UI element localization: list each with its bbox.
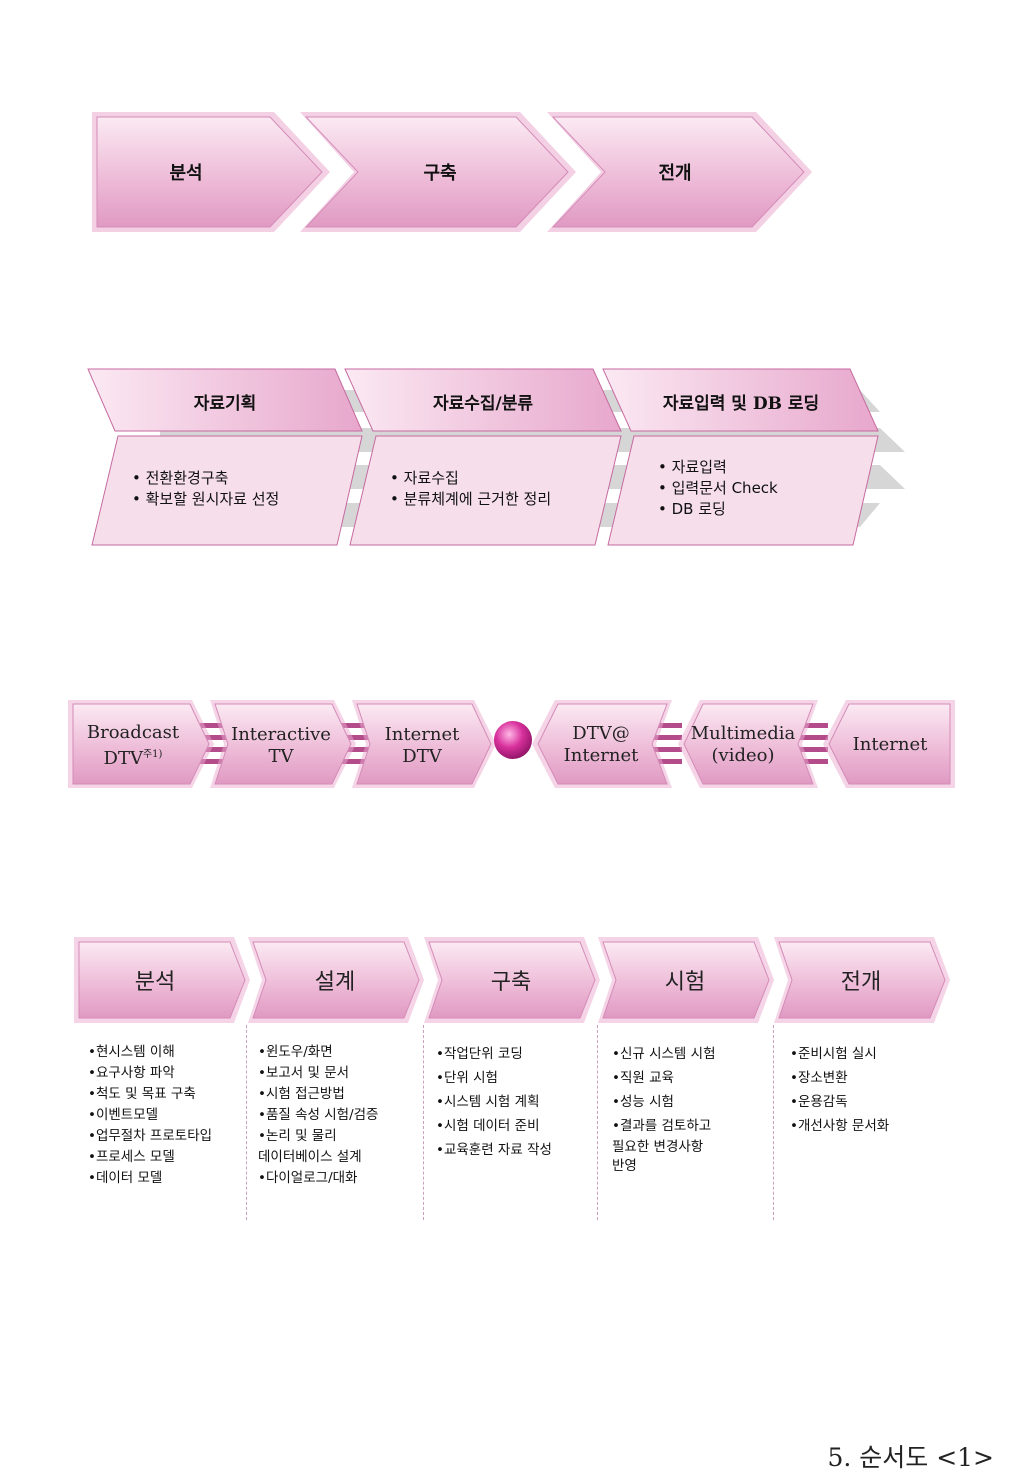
list-item: •품질 속성 시험/검증 — [258, 1107, 379, 1123]
phase-shapes — [74, 937, 950, 1023]
list-item: •장소변환 — [790, 1070, 848, 1086]
list-item: • 입력문서 Check — [658, 479, 778, 497]
list-item: •요구사항 파악 — [88, 1065, 175, 1081]
list-item: •교육훈련 자료 작성 — [436, 1142, 552, 1158]
list-item: • DB 로딩 — [658, 500, 726, 518]
stage-multimedia-video: Multimedia (video) — [690, 720, 796, 770]
stage-shapes — [87, 368, 905, 546]
phase-deploy-title: 전개 — [840, 970, 882, 995]
stage-planning-title: 자료기획 — [193, 393, 257, 414]
phase-analysis-title: 분석 — [134, 970, 176, 995]
stage-interactive-tv: Interactive TV — [222, 720, 340, 772]
list-item: •윈도우/화면 — [258, 1044, 333, 1060]
column-divider — [423, 1025, 424, 1220]
phase-build-items: •작업단위 코딩 •단위 시험 •시스템 시험 계획 •시험 데이터 준비 •교… — [436, 1042, 552, 1162]
stage-label-line1: Broadcast — [86, 722, 180, 743]
list-item: •현시스템 이해 — [88, 1044, 175, 1060]
column-divider — [246, 1025, 247, 1220]
list-item: •시스템 시험 계획 — [436, 1094, 540, 1110]
stage-label-line1: Internet — [852, 734, 928, 755]
process-diagram-4: 분석 설계 구축 시험 전개 •현시스템 이해 •요구사항 파악 •척도 및 목… — [0, 930, 1024, 1230]
stage-label-line1: DTV@ — [572, 723, 630, 744]
step-build-label: 구축 — [423, 163, 457, 184]
list-item: •프로세스 모델 — [88, 1149, 175, 1165]
evolution-shapes — [68, 700, 955, 788]
list-item: 필요한 변경사항 — [612, 1139, 704, 1155]
step-deploy-label: 전개 — [658, 163, 692, 184]
list-item: 데이터베이스 설계 — [258, 1149, 362, 1165]
chevron-shapes — [92, 112, 812, 232]
column-divider — [773, 1025, 774, 1220]
list-item: •시험 접근방법 — [258, 1086, 345, 1102]
list-item: •운용감독 — [790, 1094, 848, 1110]
phase-test-title: 시험 — [664, 970, 706, 995]
stage-dtv-internet: DTV@ Internet — [548, 720, 654, 770]
process-diagram-2: 자료기획 자료수집/분류 자료입력 및 DB 로딩 • 전환환경구축 • 확보할… — [0, 360, 1024, 560]
list-item: • 자료입력 — [658, 458, 727, 476]
list-item: •보고서 및 문서 — [258, 1065, 350, 1081]
phase-deploy-items: •준비시험 실시 •장소변환 •운용감독 •개선사항 문서화 — [790, 1042, 889, 1138]
stage-broadcast-dtv: Broadcast DTV주1) — [78, 720, 188, 772]
step-analysis-label: 분석 — [169, 163, 203, 184]
phase-test-items: •신규 시스템 시험 •직원 교육 •성능 시험 •결과를 검토하고 필요한 변… — [612, 1042, 716, 1176]
stage-collect-title: 자료수집/분류 — [432, 393, 534, 414]
stage-label-line2: Internet — [563, 745, 639, 766]
stage-collect-items: • 자료수집 • 분류체계에 근거한 정리 — [390, 468, 551, 510]
phase-analysis-items: •현시스템 이해 •요구사항 파악 •척도 및 목표 구축 •이벤트모델 •업무… — [88, 1042, 212, 1189]
list-item: •신규 시스템 시험 — [612, 1046, 716, 1062]
page-footer-label: 5. 순서도 <1> — [827, 1443, 994, 1472]
list-item: • 자료수집 — [390, 469, 459, 487]
list-item: •단위 시험 — [436, 1070, 498, 1086]
list-item: •척도 및 목표 구축 — [88, 1086, 196, 1102]
footnote-mark: 주1) — [142, 749, 163, 760]
stage-label-line2: (video) — [711, 745, 775, 766]
stage-planning-items: • 전환환경구축 • 확보할 원시자료 선정 — [132, 468, 279, 510]
process-diagram-1: 분석 구축 전개 — [0, 0, 1024, 260]
stage-internet: Internet — [836, 720, 944, 770]
list-item: •시험 데이터 준비 — [436, 1118, 540, 1134]
list-item: •업무절차 프로토타입 — [88, 1128, 213, 1144]
stage-internet-dtv: Internet DTV — [364, 720, 480, 772]
list-item: •결과를 검토하고 — [612, 1118, 712, 1134]
process-diagram-3: Broadcast DTV주1) Interactive TV Internet… — [0, 690, 1024, 800]
stage-label-line2: DTV — [402, 746, 442, 767]
list-item: •개선사항 문서화 — [790, 1118, 890, 1134]
phase-design-items: •윈도우/화면 •보고서 및 문서 •시험 접근방법 •품질 속성 시험/검증 … — [258, 1042, 378, 1189]
stage-label-line1: Internet — [384, 724, 460, 745]
stage-label-line2: TV — [268, 746, 294, 767]
list-item: •작업단위 코딩 — [436, 1046, 523, 1062]
phase-build-title: 구축 — [490, 970, 532, 995]
stage-input-title: 자료입력 및 DB 로딩 — [662, 393, 820, 414]
stage-label-line2: DTV — [103, 748, 143, 769]
list-item: •다이얼로그/대화 — [258, 1170, 358, 1186]
list-item: •이벤트모델 — [88, 1107, 159, 1123]
stage-label-line1: Multimedia — [690, 723, 796, 744]
list-item: • 전환환경구축 — [132, 469, 229, 487]
list-item: •데이터 모델 — [88, 1170, 163, 1186]
list-item: •성능 시험 — [612, 1094, 674, 1110]
list-item: •직원 교육 — [612, 1070, 674, 1086]
stage-input-items: • 자료입력 • 입력문서 Check • DB 로딩 — [658, 457, 778, 520]
column-divider — [597, 1025, 598, 1220]
phase-design-title: 설계 — [314, 970, 356, 995]
list-item: 반영 — [612, 1158, 637, 1174]
list-item: •논리 및 물리 — [258, 1128, 337, 1144]
stage-label-line1: Interactive — [231, 724, 331, 745]
list-item: • 확보할 원시자료 선정 — [132, 490, 280, 508]
list-item: •준비시험 실시 — [790, 1046, 877, 1062]
list-item: • 분류체계에 근거한 정리 — [390, 490, 552, 508]
